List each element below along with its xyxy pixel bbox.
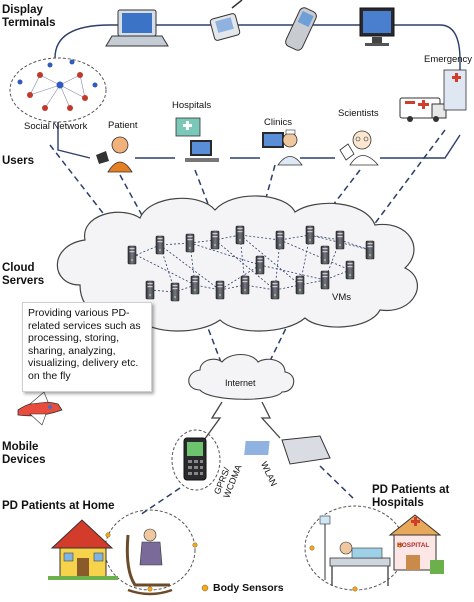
label-hospital-sign: HOSPITAL [397, 542, 430, 549]
server-icon [365, 240, 375, 260]
phone-icon [285, 7, 317, 51]
sensor-dots [105, 532, 403, 592]
server-icon [235, 225, 245, 245]
server-icon [320, 245, 330, 265]
server-icon [155, 235, 165, 255]
server-icon [295, 275, 305, 295]
sensor-icon [201, 584, 209, 592]
server-icon [145, 280, 155, 300]
wlan-link-icon [260, 401, 281, 439]
server-icon [210, 230, 220, 250]
social-network-graph [9, 57, 107, 123]
cloud-to-internet-links [204, 319, 291, 366]
server-icon [275, 230, 285, 250]
monitor-icon [359, 7, 395, 46]
label-patient: Patient [108, 120, 138, 131]
airplane-icon [17, 391, 63, 426]
patient-icon [96, 136, 133, 173]
hospital-bed-patient-icon [319, 515, 391, 586]
server-icon [305, 225, 315, 245]
laptop-icon [105, 9, 169, 47]
server-icon [345, 260, 355, 280]
server-icon [215, 280, 225, 300]
label-body-sensors: Body Sensors [213, 582, 284, 594]
ambulance-icon [399, 69, 467, 122]
server-icon [170, 282, 180, 302]
label-emergency: Emergency [424, 54, 473, 65]
hospitals-icon [175, 117, 219, 162]
layer-label-display-terminals: Display Terminals [2, 4, 56, 29]
display-loop [54, 24, 461, 105]
label-internet: Internet [225, 378, 256, 388]
server-icon [190, 275, 200, 295]
layer-label-mobile-devices: Mobile Devices [2, 441, 46, 466]
server-icon [240, 275, 250, 295]
label-vms: VMs [332, 292, 351, 303]
sensor-icon [192, 542, 198, 548]
smartphone-icon [183, 437, 207, 481]
internet-cloud [188, 353, 295, 400]
pda-icon [209, 0, 243, 41]
label-clinics: Clinics [264, 117, 292, 128]
label-pd-home: PD Patients at Home [2, 500, 115, 512]
gprs-link-icon [203, 401, 223, 441]
hospital-icon [388, 514, 444, 574]
house-icon [48, 519, 118, 580]
clinics-icon [262, 129, 303, 166]
layer-label-users: Users [2, 155, 34, 167]
sensor-icon [397, 542, 403, 548]
label-hospitals: Hospitals [172, 100, 212, 111]
users-loop [57, 118, 461, 159]
server-icon [255, 255, 265, 275]
sensor-icon [309, 545, 315, 551]
sensor-icon [147, 586, 153, 592]
server-icon [335, 230, 345, 250]
sensor-icon [352, 586, 358, 592]
server-icon [185, 233, 195, 253]
smartphone-range [171, 429, 221, 491]
server-icon [320, 270, 330, 290]
label-scientists: Scientists [338, 108, 379, 119]
layer-label-cloud-servers: Cloud Servers [2, 262, 45, 287]
router-icon [244, 435, 331, 465]
device-to-patient-links [139, 465, 356, 516]
server-icon [270, 280, 280, 300]
sensor-icon [105, 532, 111, 538]
cloud-services-note: Providing various PD-related services su… [22, 302, 152, 392]
label-social-network: Social Network [24, 121, 88, 132]
label-pd-hospitals: PD Patients at Hospitals [372, 484, 450, 509]
server-icon [127, 245, 137, 265]
scientists-icon [339, 130, 379, 166]
home-patient-icon [125, 528, 173, 596]
